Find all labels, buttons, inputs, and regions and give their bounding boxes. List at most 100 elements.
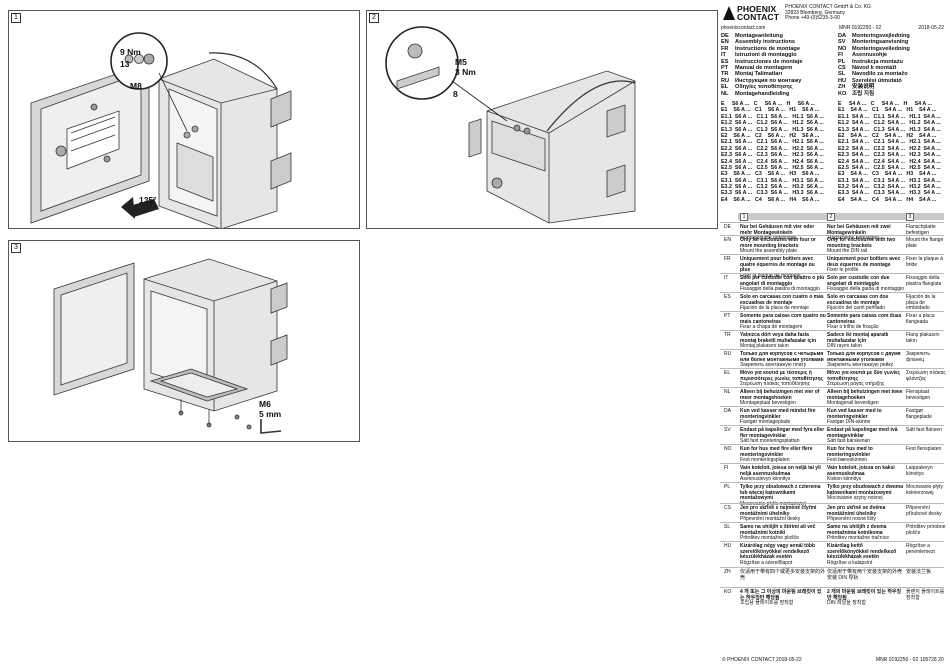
row-language-code: FI (724, 465, 729, 471)
col1-condition: Alleen bij behuizingen met vier of meer … (740, 389, 820, 401)
language-title: Szerelési útmutató (852, 77, 902, 84)
col2-condition: Kun for hus med to monteringsvinkler (827, 446, 873, 458)
panel-number-2: 2 (369, 13, 379, 23)
col2-action: Fijación del carril perfilado (827, 305, 886, 312)
col1-cell: Kun for hus med fire eller flere monteri… (740, 446, 826, 464)
col2-action: Rögzítse a kalapsínt (827, 559, 873, 566)
footer-page: 105728 20 (920, 657, 944, 663)
table-row: FI Vain koteloit, joissa on neljä tai yli… (720, 463, 944, 483)
col2-cell: Samo na ohišjih z dvema montažnima kotni… (827, 524, 905, 542)
order-code-row: E2.3 S6 A ... C2.3 S6 A ... H2.3 S6 A ..… (721, 152, 824, 159)
col2-condition: Samo na ohišjih z dvema montažnima kotni… (827, 524, 887, 536)
col1-condition: Solo per custodie con quattro o più ango… (740, 275, 825, 287)
col1-cell: Μόνο για κουτιά με τέσσερις ή περισσότερ… (740, 370, 826, 388)
language-code: ZH (838, 84, 846, 91)
row-language-code: TR (724, 332, 731, 338)
col1-action: Fissaggio della piastra di montaggio (740, 286, 820, 293)
col2-condition: Kun ved kasser med to monteringvinkler (827, 408, 882, 420)
col1-action: Rögzítse a szerelőlapot (740, 559, 793, 566)
col2-action: Kiskon kiinnitys (827, 476, 862, 483)
col3-cell: Fixer la plaque à bride (906, 256, 943, 268)
row-language-code: ZH (724, 569, 731, 575)
col1-action: Montageplaat bevestigen (740, 400, 796, 407)
col1-action: 仅适用于带有四个或更多安装支架的外壳 (740, 569, 826, 581)
col1-condition: Only for enclosures with four or more mo… (740, 237, 816, 249)
company-city: 32823 Blomberg, Germany (785, 9, 846, 16)
row-language-code: HU (724, 543, 732, 549)
col3-cell: Mocowanie płyty kołnierzowej (906, 484, 943, 496)
col2-action: Mount the DIN rail (827, 248, 868, 255)
col3-cell: Mount the flange plate (906, 237, 944, 249)
row-language-code: RU (724, 351, 732, 357)
col1-condition: 4 개 또는 그 이상의 마운팅 브래킷이 있는 하우징만 해당됨 (740, 589, 822, 601)
col2-condition: Sadece iki montaj aparatlı muhafazalar i… (827, 332, 889, 344)
col2-action: Fest bæreskinnen (827, 457, 868, 464)
order-code-row: E1.3 S4 A ... C1.3 S4 A ... H1.3 S4 A ..… (838, 126, 941, 133)
col2-action: 仅适用于带有两个安装支架的外壳 安装 DIN 导轨 (827, 569, 903, 581)
table-row: ZH 仅适用于带有四个或更多安装支架的外壳仅适用于带有两个安装支架的外壳 安装 D… (720, 567, 944, 588)
language-title-row: SL Navodilo za montažo (838, 71, 910, 77)
row-language-code: EL (724, 370, 731, 376)
language-title: Instrukcja montażu (852, 58, 903, 65)
row-language-code: ES (724, 294, 731, 300)
col2-cell: Jen pro skříně se dvěma montážními úheln… (827, 505, 905, 523)
col1-cell: Yalnızca dört veya daha fazla montaj bra… (740, 332, 826, 350)
company-address: PHOENIX CONTACT GmbH & Co. KG 32823 Blom… (785, 4, 871, 22)
website-url: phoenixcontact.com (721, 25, 766, 31)
footer-mnr: MNR 0192250 - 02 (876, 657, 919, 663)
col1-cell: Только для корпусов с четырьмя или более… (740, 351, 826, 369)
col3-cell: Flensplaat bevestigen (906, 389, 931, 401)
col1-cell: Only for enclosures with four or more mo… (740, 237, 826, 255)
col2-action: Fixar o trilho de fixação (827, 324, 879, 331)
language-code: SL (838, 71, 846, 78)
col2-condition: 2 개의 마운팅 브래킷이 있는 하우징만 해당됨 (827, 589, 902, 601)
col2-action: DIN 레일을 장착함 (827, 600, 866, 607)
mnr-number: MNR 0192250 - 02 (839, 25, 882, 31)
row-language-code: DA (724, 408, 731, 414)
col2-condition: Solo en carcasas con dos escuadras de mo… (827, 294, 889, 306)
header-meta-row: phoenixcontact.com MNR 0192250 - 02 2018… (721, 25, 944, 31)
order-code-row: E2.5 S4 A ... C2.5 S4 A ... H2.5 S4 A ..… (838, 164, 941, 171)
language-title: Montaj Talimatları (735, 71, 783, 78)
col1-condition: Kun ved kasser med mindst fire montering… (740, 408, 816, 420)
col2-cell: Alleen bij behuizingen met twee montageh… (827, 389, 905, 407)
language-title: 安装说明 (852, 84, 875, 91)
language-title: 조립 지침 (852, 90, 875, 97)
col1-action: Fastgør montageplade (740, 419, 791, 426)
language-code: SV (838, 39, 846, 46)
language-code: NL (721, 90, 729, 97)
language-title: Navodilo za montažo (852, 71, 908, 78)
col1-condition: Nur bei Gehäusen mit vier oder mehr Mont… (740, 224, 815, 236)
order-codes-right: E S4 A ... C S4 A ... H S4 A ...E1 S4 A … (838, 101, 941, 203)
col1-cell: Vain koteloit, joissa on neljä tai yli n… (740, 465, 826, 483)
col3-cell: Fastgør flangeplade (906, 408, 932, 420)
table-col-1-marker: 1 (740, 213, 748, 221)
col2-cell: Nur bei Gehäusen mit zwei Montagewinkeln… (827, 224, 905, 242)
language-title: Assembly instructions (735, 39, 795, 46)
language-code: RU (721, 77, 730, 84)
table-col-3-marker: 3 (906, 213, 914, 221)
table-header: 1 2 3 (738, 213, 944, 221)
col2-condition: Nur bei Gehäusen mit zwei Montagewinkeln (827, 224, 891, 236)
col2-condition: Jen pro skříně se dvěma montážními úheln… (827, 505, 886, 517)
col2-condition: Vain koteloit, joissa on kaksi asennusku… (827, 465, 895, 477)
col2-condition: Only for enclosures with two mounting br… (827, 237, 896, 249)
col1-cell: Alleen bij behuizingen met vier of meer … (740, 389, 826, 407)
panel-number-3: 3 (11, 243, 21, 253)
